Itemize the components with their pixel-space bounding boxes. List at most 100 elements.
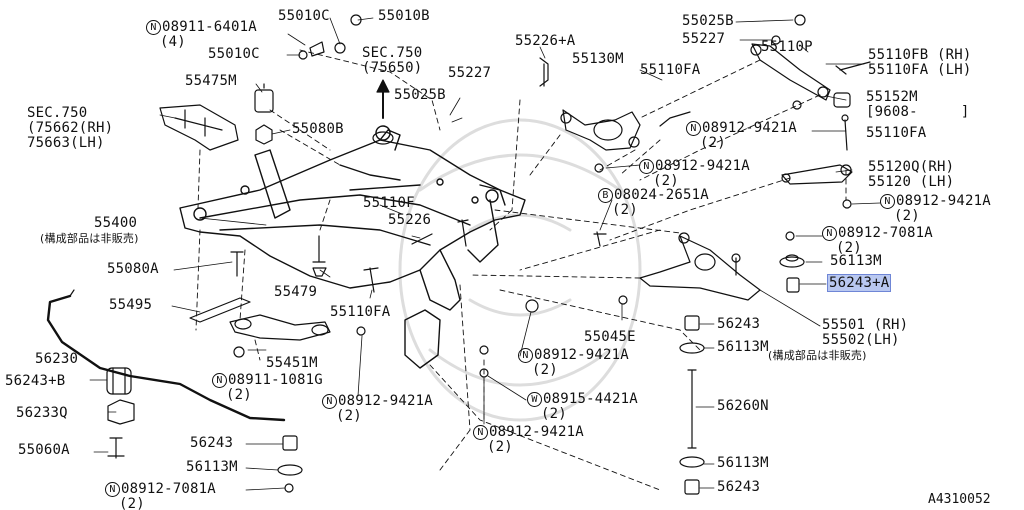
part-number: 56243 xyxy=(190,435,234,451)
part-number: 08911-1081G xyxy=(228,372,323,388)
callout-p55110p[interactable]: 55110P xyxy=(761,40,813,55)
callout-p55227_top[interactable]: 55227 xyxy=(682,32,725,47)
part-number: 56260N xyxy=(717,398,769,414)
callout-p56113m_4[interactable]: 56113M xyxy=(717,456,769,471)
part-number: 56113M xyxy=(186,459,238,475)
callout-p55475m[interactable]: 55475M xyxy=(185,74,237,89)
callout-p55479[interactable]: 55479 xyxy=(274,285,317,300)
part-number: 55060A xyxy=(18,442,70,458)
part-number: 55130M xyxy=(572,51,624,67)
callout-p56243_3[interactable]: 56243 xyxy=(717,480,760,495)
callout-p55227_mid[interactable]: 55227 xyxy=(448,66,491,81)
prefix-badge: N xyxy=(473,425,488,440)
callout-p56243b[interactable]: 56243+B xyxy=(5,374,65,389)
callout-p55010b[interactable]: 55010B xyxy=(378,9,430,24)
quantity: (2) xyxy=(700,135,726,151)
callout-p56243_2[interactable]: 56243 xyxy=(190,436,233,451)
part-number: 08024-2651A xyxy=(614,187,709,203)
quantity: (4) xyxy=(160,34,186,50)
callout-p55080a[interactable]: 55080A xyxy=(107,262,159,277)
part-sub-label: [9608- ] xyxy=(866,104,970,120)
callout-p55010c_top[interactable]: 55010C xyxy=(278,9,330,24)
callout-p55226a[interactable]: 55226+A xyxy=(515,34,575,49)
prefix-badge: N xyxy=(686,121,701,136)
callout-p55025b_top[interactable]: 55025B xyxy=(682,14,734,29)
part-number: 56113M xyxy=(717,455,769,471)
callout-p55110fa_bottom[interactable]: 55110FA xyxy=(330,305,390,320)
callout-p55025b_mid[interactable]: 55025B xyxy=(394,88,446,103)
part-sub-label: 55110FA (LH) xyxy=(868,62,972,78)
part-number: 08911-6401A xyxy=(162,19,257,35)
part-number: 56243 xyxy=(717,316,761,332)
callout-p56260n[interactable]: 56260N xyxy=(717,399,769,414)
callout-p56113m_3[interactable]: 56113M xyxy=(186,460,238,475)
quantity: (2) xyxy=(612,202,638,218)
part-number: 08912-9421A xyxy=(655,158,750,174)
callout-p55110fa_top[interactable]: 55110FA xyxy=(640,63,700,78)
part-number: 55110FA xyxy=(640,62,701,78)
callout-p55110fb[interactable]: 55110FB (RH)55110FA (LH) xyxy=(868,48,972,78)
callout-p55080b[interactable]: 55080B xyxy=(292,122,344,137)
callout-p56243_1[interactable]: 56243 xyxy=(717,317,760,332)
part-number: 56243+B xyxy=(5,373,66,389)
callout-p55400[interactable]: 55400(構成部品は非販売) xyxy=(40,215,139,246)
callout-p55152m[interactable]: 55152M[9608- ] xyxy=(866,90,970,120)
quantity: (2) xyxy=(336,408,362,424)
callout-p55495[interactable]: 55495 xyxy=(109,298,152,313)
link-55110p xyxy=(750,43,831,101)
quantity: (2) xyxy=(836,240,862,256)
parts-note: (構成部品は非販売) xyxy=(768,349,867,362)
part-sub-label: 55502(LH) xyxy=(822,332,900,348)
callout-p56113m_1[interactable]: 56113M xyxy=(830,254,882,269)
callout-sec750_left[interactable]: SEC.750(75662(RH) 75663(LH) xyxy=(27,106,113,151)
callout-p55120q[interactable]: 55120Q(RH)55120 (LH) xyxy=(868,160,954,190)
bracket-55495 xyxy=(189,297,251,323)
callout-p55010c_mid[interactable]: 55010C xyxy=(208,47,260,62)
prefix-badge: N xyxy=(639,159,654,174)
callout-p55110f[interactable]: 55110F xyxy=(363,196,415,211)
callout-p55130m[interactable]: 55130M xyxy=(572,52,624,67)
callout-p56233q[interactable]: 56233Q xyxy=(16,406,68,421)
callout-p55451m[interactable]: 55451M xyxy=(266,356,318,371)
callout-p56243a[interactable]: 56243+A xyxy=(826,274,892,292)
part-number: 55475M xyxy=(185,73,237,89)
sec750-bracket xyxy=(159,104,239,151)
part-number: 55226+A xyxy=(515,33,576,49)
callout-sec750_top[interactable]: SEC.750(75650) xyxy=(362,46,422,76)
callout-p55226[interactable]: 55226 xyxy=(388,213,431,228)
quantity: (2) xyxy=(532,362,558,378)
callout-p55110fa_right[interactable]: 55110FA xyxy=(866,126,926,141)
quantity: (2) xyxy=(119,496,145,510)
callout-p55045e[interactable]: 55045E xyxy=(584,330,636,345)
part-number: 08912-9421A xyxy=(338,393,433,409)
part-number: 55227 xyxy=(682,31,726,47)
parts-note: (構成部品は非販売) xyxy=(40,232,139,245)
callout-p55060a[interactable]: 55060A xyxy=(18,443,70,458)
part-number: 55226 xyxy=(388,212,432,228)
part-number: 55479 xyxy=(274,284,318,300)
part-number: 55501 (RH) xyxy=(822,317,909,333)
stabilizer-bushing xyxy=(106,367,135,425)
part-number: 08912-9421A xyxy=(489,424,584,440)
part-number: 55400 xyxy=(94,215,138,231)
crossmember-subframe xyxy=(179,125,526,369)
part-number: 56243 xyxy=(717,479,761,495)
prefix-badge: W xyxy=(527,392,542,407)
quantity: (2) xyxy=(653,173,679,189)
callout-p56113m_2[interactable]: 56113M xyxy=(717,340,769,355)
callout-p56230[interactable]: 56230 xyxy=(35,352,78,367)
callout-p55501[interactable]: 55501 (RH)55502(LH)(構成部品は非販売) xyxy=(768,317,909,363)
